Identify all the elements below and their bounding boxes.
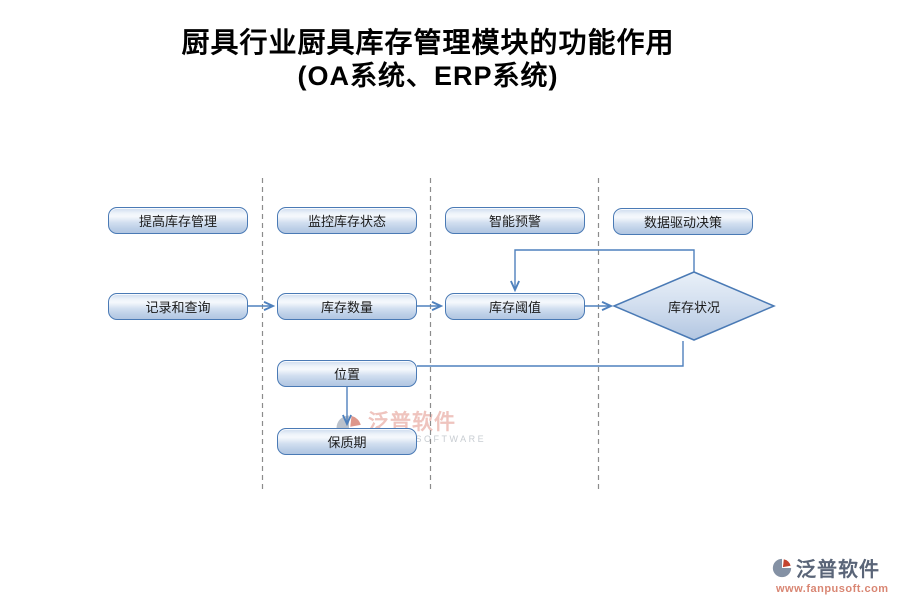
title-line-2: (OA系统、ERP系统) xyxy=(297,61,559,91)
page-title: 厨具行业厨具库存管理模块的功能作用 (OA系统、ERP系统) xyxy=(0,26,856,92)
node-label: 提高库存管理 xyxy=(138,214,217,229)
node-data-driven-decision: 数据驱动决策 xyxy=(613,208,753,235)
node-label: 库存阈值 xyxy=(488,300,541,315)
edge-condition-feedback-to-threshold xyxy=(510,249,695,293)
logo-brand-text: 泛普软件 xyxy=(796,559,880,581)
fanpu-logo-icon xyxy=(772,558,792,577)
node-label: 监控库存状态 xyxy=(307,214,386,229)
edge-location-to-condition xyxy=(417,341,684,367)
node-label: 库存数量 xyxy=(320,300,373,315)
node-shelf-life: 保质期 xyxy=(277,428,417,455)
node-label: 记录和查询 xyxy=(145,300,211,315)
node-monitor-inventory-status: 监控库存状态 xyxy=(277,207,417,234)
title-line-1: 厨具行业厨具库存管理模块的功能作用 xyxy=(181,27,675,58)
node-label: 智能预警 xyxy=(488,214,541,229)
node-improve-inventory-management: 提高库存管理 xyxy=(108,207,248,234)
node-label: 保质期 xyxy=(327,435,367,450)
node-smart-alert: 智能预警 xyxy=(445,207,585,234)
node-record-and-query: 记录和查询 xyxy=(108,293,248,320)
watermark-subtitle-text: FANPU SOFTWARE xyxy=(368,434,487,444)
column-divider-lines xyxy=(261,178,600,490)
node-label: 数据驱动决策 xyxy=(643,215,722,230)
node-inventory-threshold: 库存阈值 xyxy=(445,293,585,320)
node-inventory-quantity: 库存数量 xyxy=(277,293,417,320)
node-inventory-condition: 库存状况 xyxy=(667,300,720,315)
logo-url-text: www.fanpusoft.com xyxy=(776,583,889,595)
connector-arrows xyxy=(248,249,695,427)
decision-diamond-shape xyxy=(612,271,776,341)
node-location: 位置 xyxy=(277,360,417,387)
fanpu-footer-logo: 泛普软件 www.fanpusoft.com xyxy=(771,553,889,595)
node-label: 位置 xyxy=(333,367,360,382)
